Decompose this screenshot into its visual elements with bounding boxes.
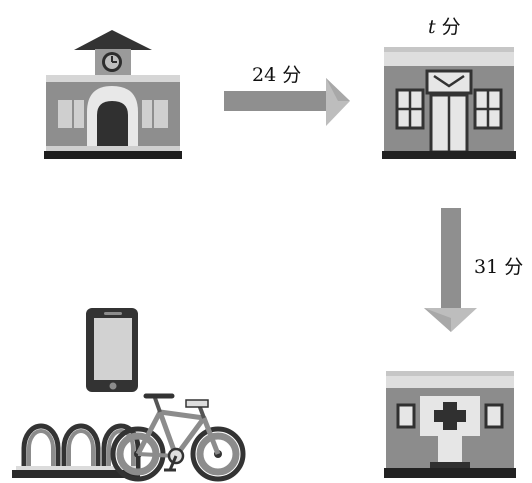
school-icon	[44, 30, 182, 159]
school-to-store-time-label: 24 分	[252, 64, 302, 86]
store-to-hospital-time-label: 31 分	[474, 256, 524, 278]
smartphone-icon	[86, 308, 138, 392]
store-time-unit: 分	[435, 16, 461, 38]
arrow-down-icon	[424, 208, 477, 332]
store-time-label: t 分	[428, 12, 461, 39]
bicycle-icon	[110, 393, 246, 482]
bicycle-rack-icon	[12, 423, 141, 478]
store-time-variable: t	[428, 16, 436, 38]
hospital-icon	[384, 371, 516, 478]
arrow-right-icon	[224, 78, 350, 126]
convenience-store-icon	[382, 47, 516, 159]
